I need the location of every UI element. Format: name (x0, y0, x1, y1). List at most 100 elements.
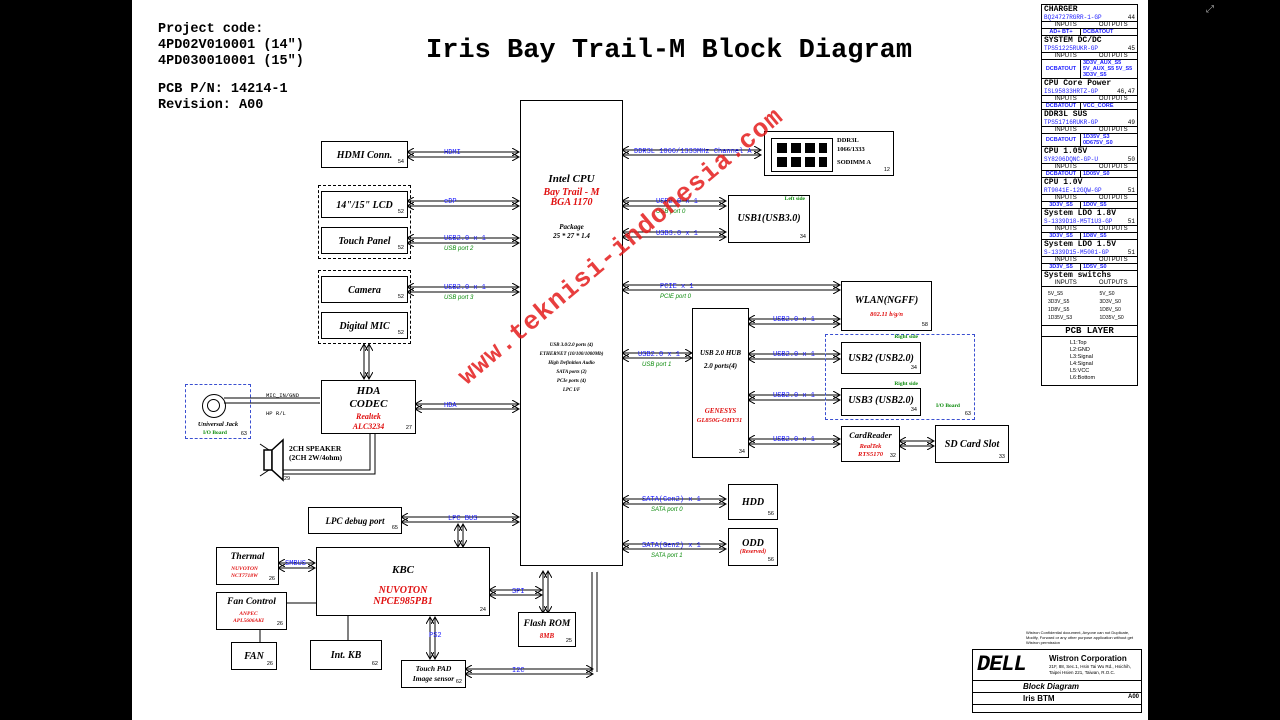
pcb-layer-item: L5:VCC (1070, 368, 1090, 374)
power-outputs: 1D0V_S5 (1083, 202, 1107, 208)
sata1-port: SATA port 1 (651, 553, 683, 559)
flash-rom-label: Flash ROM (523, 619, 571, 629)
power-title: DDR3L SUS (1044, 110, 1088, 119)
power-page: 51 (1127, 218, 1135, 225)
usb-hub-page: 34 (738, 449, 745, 455)
mic-in-bus-label: MIC_IN/GND (266, 392, 300, 399)
fan-control-label: Fan Control (227, 597, 276, 607)
usb2-label: USB2 (USB2.0) (848, 353, 914, 364)
camera-label: Camera (348, 285, 381, 296)
usb-hub-vendor: GENESYS (704, 407, 737, 415)
pcie-bus: PCIE x 1 (660, 283, 694, 291)
fan-block: FAN 26 (231, 642, 277, 670)
power-title: SYSTEM DC/DC (1044, 36, 1102, 45)
power-outputs-label: OUTPUTS (1098, 96, 1128, 102)
universal-jack-block: Universal Jack I/O Board 63 (185, 384, 251, 439)
lpc-bus: LPC BUS (448, 515, 478, 523)
fan-control-block: Fan Control ANPEC APL5606AKI 26 (216, 592, 287, 630)
project-code-15: 4PD030010001 (15") (158, 54, 304, 69)
pcb-layer-item: L1:Top (1070, 340, 1087, 346)
wiring-layer (224, 0, 1148, 720)
usb2-page: 34 (910, 365, 917, 371)
usb1-usb2-bus: USB2.0 x 1 (656, 198, 699, 206)
audio-jack-icon (202, 394, 226, 418)
odd-sub: (Reserved) (739, 549, 767, 555)
ddr-speed: 1066/1333 (837, 146, 865, 153)
confidential-note: Wistron Confidential document, Anyone ca… (1026, 630, 1134, 645)
power-inputs: DCBATOUT (1042, 134, 1081, 146)
doc-rev: A00 (1127, 694, 1139, 700)
kbc-block: KBC NUVOTON NPCE985PB1 24 (316, 547, 490, 616)
fan-control-vendor: ANPEC (239, 611, 258, 617)
pcb-layer-item: L4:Signal (1070, 361, 1093, 367)
usb2-block: Right side USB2 (USB2.0) 34 (841, 334, 921, 374)
lcd-block: 14"/15" LCD 52 (321, 191, 408, 218)
cpu-package-size: 25 * 27 * 1.4 (553, 232, 590, 240)
sata1-bus: SATA(Gen2) x 1 (642, 542, 701, 550)
power-page: 45 (1127, 45, 1135, 52)
kbc-part: NPCE985PB1 (373, 596, 433, 607)
power-page: 51 (1127, 249, 1135, 256)
codec-label: CODEC (349, 398, 388, 410)
hdmi-label: HDMI Conn. (336, 150, 393, 161)
thermal-page: 26 (268, 576, 275, 582)
touch-port: USB port 2 (444, 246, 474, 252)
cpu-feature: USB 3.0/2.0 ports (4) (549, 343, 594, 348)
thermal-part: NCT7718W (231, 573, 258, 579)
power-inputs-label: INPUTS (1054, 164, 1077, 170)
power-inputs: DCBATOUT (1042, 171, 1081, 177)
power-title: System LDO 1.5V (1044, 240, 1117, 249)
fan-page: 26 (266, 661, 273, 667)
hdmi-connector-block: HDMI Conn. 54 (321, 141, 408, 168)
project-code-14: 4PD02V010001 (14") (158, 38, 304, 53)
power-outputs: 1D05V_S0 (1083, 171, 1110, 177)
speaker-label: 2CH SPEAKER (289, 444, 342, 453)
power-inputs-label: INPUTS (1054, 53, 1077, 59)
power-outputs-label: OUTPUTS (1098, 226, 1128, 232)
project-code-label: Project code: (158, 22, 264, 37)
power-inputs: DCBATOUT (1042, 60, 1081, 78)
ddr-block: DDR3L 1066/1333 SODIMM A 12 (764, 131, 894, 176)
power-outputs: 1D8V_S5 (1083, 233, 1107, 239)
touchpad-page: 62 (455, 679, 462, 685)
hdmi-page: 54 (397, 159, 404, 165)
usb1-usb2-port: USB port 0 (656, 209, 686, 215)
odd-label: ODD (742, 538, 764, 549)
expand-icon[interactable]: ⤢ (1206, 4, 1214, 15)
odd-page: 56 (767, 557, 774, 563)
power-inputs-label: INPUTS (1054, 257, 1077, 263)
io-board-page: 63 (964, 411, 971, 417)
revision: Revision: A00 (158, 98, 264, 113)
cardreader-part: RTS5170 (858, 451, 883, 458)
cpu-feature: ETHERNET (10/100/1000Mb) (539, 352, 604, 357)
pcie-port: PCIE port 0 (660, 294, 692, 300)
dell-logo: DELL (977, 652, 1027, 677)
thermal-label: Thermal (230, 552, 265, 562)
hub-cardreader-bus: USB2.0 x 1 (773, 436, 816, 444)
touchpad-block: Touch PAD Image sensor 62 (401, 660, 466, 688)
power-title: CPU 1.0V (1044, 178, 1083, 187)
power-title: System LDO 1.8V (1044, 209, 1117, 218)
lpc-debug-page: 65 (391, 525, 398, 531)
title-block: DELL Wistron Corporation 21F, 88, Sec.1,… (972, 649, 1142, 713)
touchpad-label: Touch PAD (415, 664, 452, 673)
cpu-name: Intel CPU (548, 173, 595, 185)
switch-outputs-label: OUTPUTS (1098, 280, 1128, 286)
doc-project: Iris BTM (1023, 694, 1055, 703)
cpu-feature-list: USB 3.0/2.0 ports (4) ETHERNET (10/100/10… (521, 341, 622, 395)
ps2-bus: PS2 (429, 632, 442, 640)
power-part: ISL95833HRTZ-GP (1044, 88, 1099, 95)
